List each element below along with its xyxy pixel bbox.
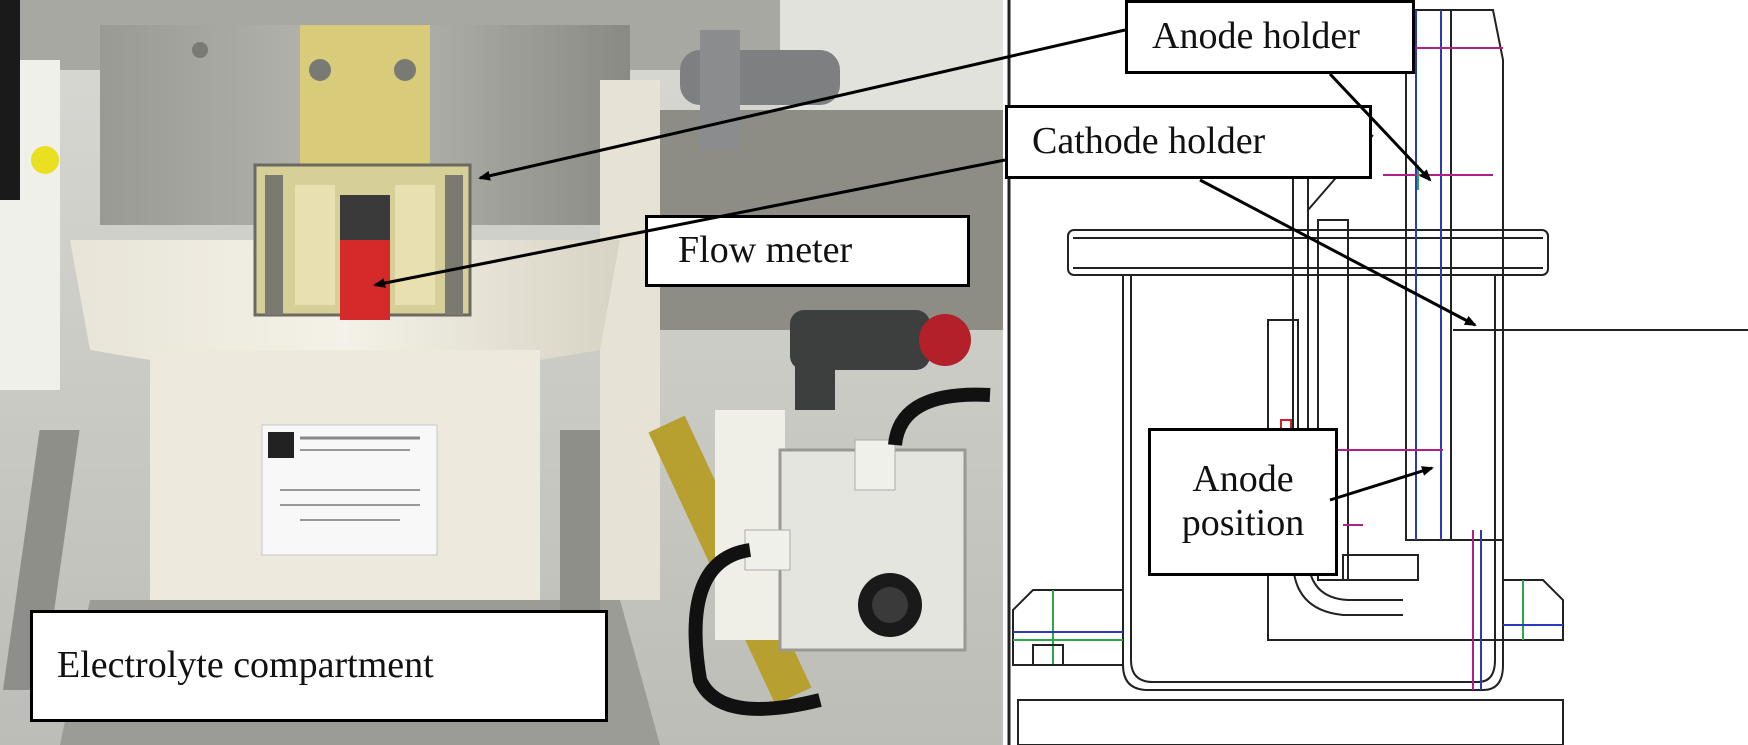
- yellow-sticker: [31, 146, 59, 174]
- support-column: [600, 80, 660, 600]
- dark-edge: [0, 0, 20, 200]
- holder-plate-right: [395, 185, 435, 305]
- holder-rod-left: [265, 175, 283, 315]
- bolt-1: [309, 59, 331, 81]
- bolt-2: [394, 59, 416, 81]
- label-anode-position-line1: Anode: [1192, 458, 1294, 501]
- power-cable-bottom: [688, 543, 822, 716]
- label-electrolyte-compartment-text: Electrolyte compartment: [57, 644, 434, 687]
- valve-outlet: [795, 340, 835, 410]
- cable-gland-top: [854, 439, 896, 491]
- cell-body: [1122, 275, 1504, 691]
- holder-column-right: [1451, 9, 1504, 541]
- label-anode-holder: Anode holder: [1125, 0, 1415, 74]
- label-anode-holder-text: Anode holder: [1152, 15, 1360, 58]
- label-cathode-holder: Cathode holder: [1005, 105, 1372, 179]
- cathode-holder: [1317, 219, 1349, 581]
- arrow-cathode-holder-drawing: [1199, 178, 1477, 327]
- meter-bracket: [715, 410, 785, 640]
- label-anode-position: Anode position: [1148, 428, 1338, 576]
- cross-section-illustration: [1007, 0, 1748, 745]
- label-electrolyte-compartment: Electrolyte compartment: [30, 610, 608, 722]
- cathode-foot: [1342, 554, 1419, 581]
- arrow-anode-holder-photo: [478, 28, 1126, 181]
- arrow-anode-position: [1329, 466, 1434, 502]
- base-plate: [1017, 699, 1564, 745]
- yellow-insulator: [300, 25, 430, 165]
- grey-pipe-vertical: [700, 30, 740, 150]
- arrow-anode-holder-drawing: [1328, 72, 1432, 182]
- holder-plate-left: [295, 185, 335, 305]
- label-cathode-holder-text: Cathode holder: [1032, 120, 1266, 163]
- lower-right-fitting: [1503, 579, 1564, 641]
- label-flow-meter-text: Flow meter: [678, 229, 853, 272]
- lower-left-fitting: [1012, 589, 1124, 666]
- bolt-3: [192, 42, 208, 58]
- label-anode-position-line2: position: [1181, 502, 1305, 544]
- power-cable-top: [888, 387, 991, 447]
- cable-gland-side: [744, 529, 791, 571]
- label-flow-meter: Flow meter: [645, 215, 970, 287]
- inner-tray: [1267, 575, 1503, 641]
- holder-column: [1405, 9, 1452, 541]
- holder-rod-right: [445, 175, 463, 315]
- frame-leg-left: [3, 430, 80, 690]
- arrow-cathode-holder-photo: [373, 158, 1006, 288]
- red-valve-knob: [919, 314, 971, 366]
- cathode-connector: [340, 195, 390, 240]
- sticker-logo: [268, 432, 294, 458]
